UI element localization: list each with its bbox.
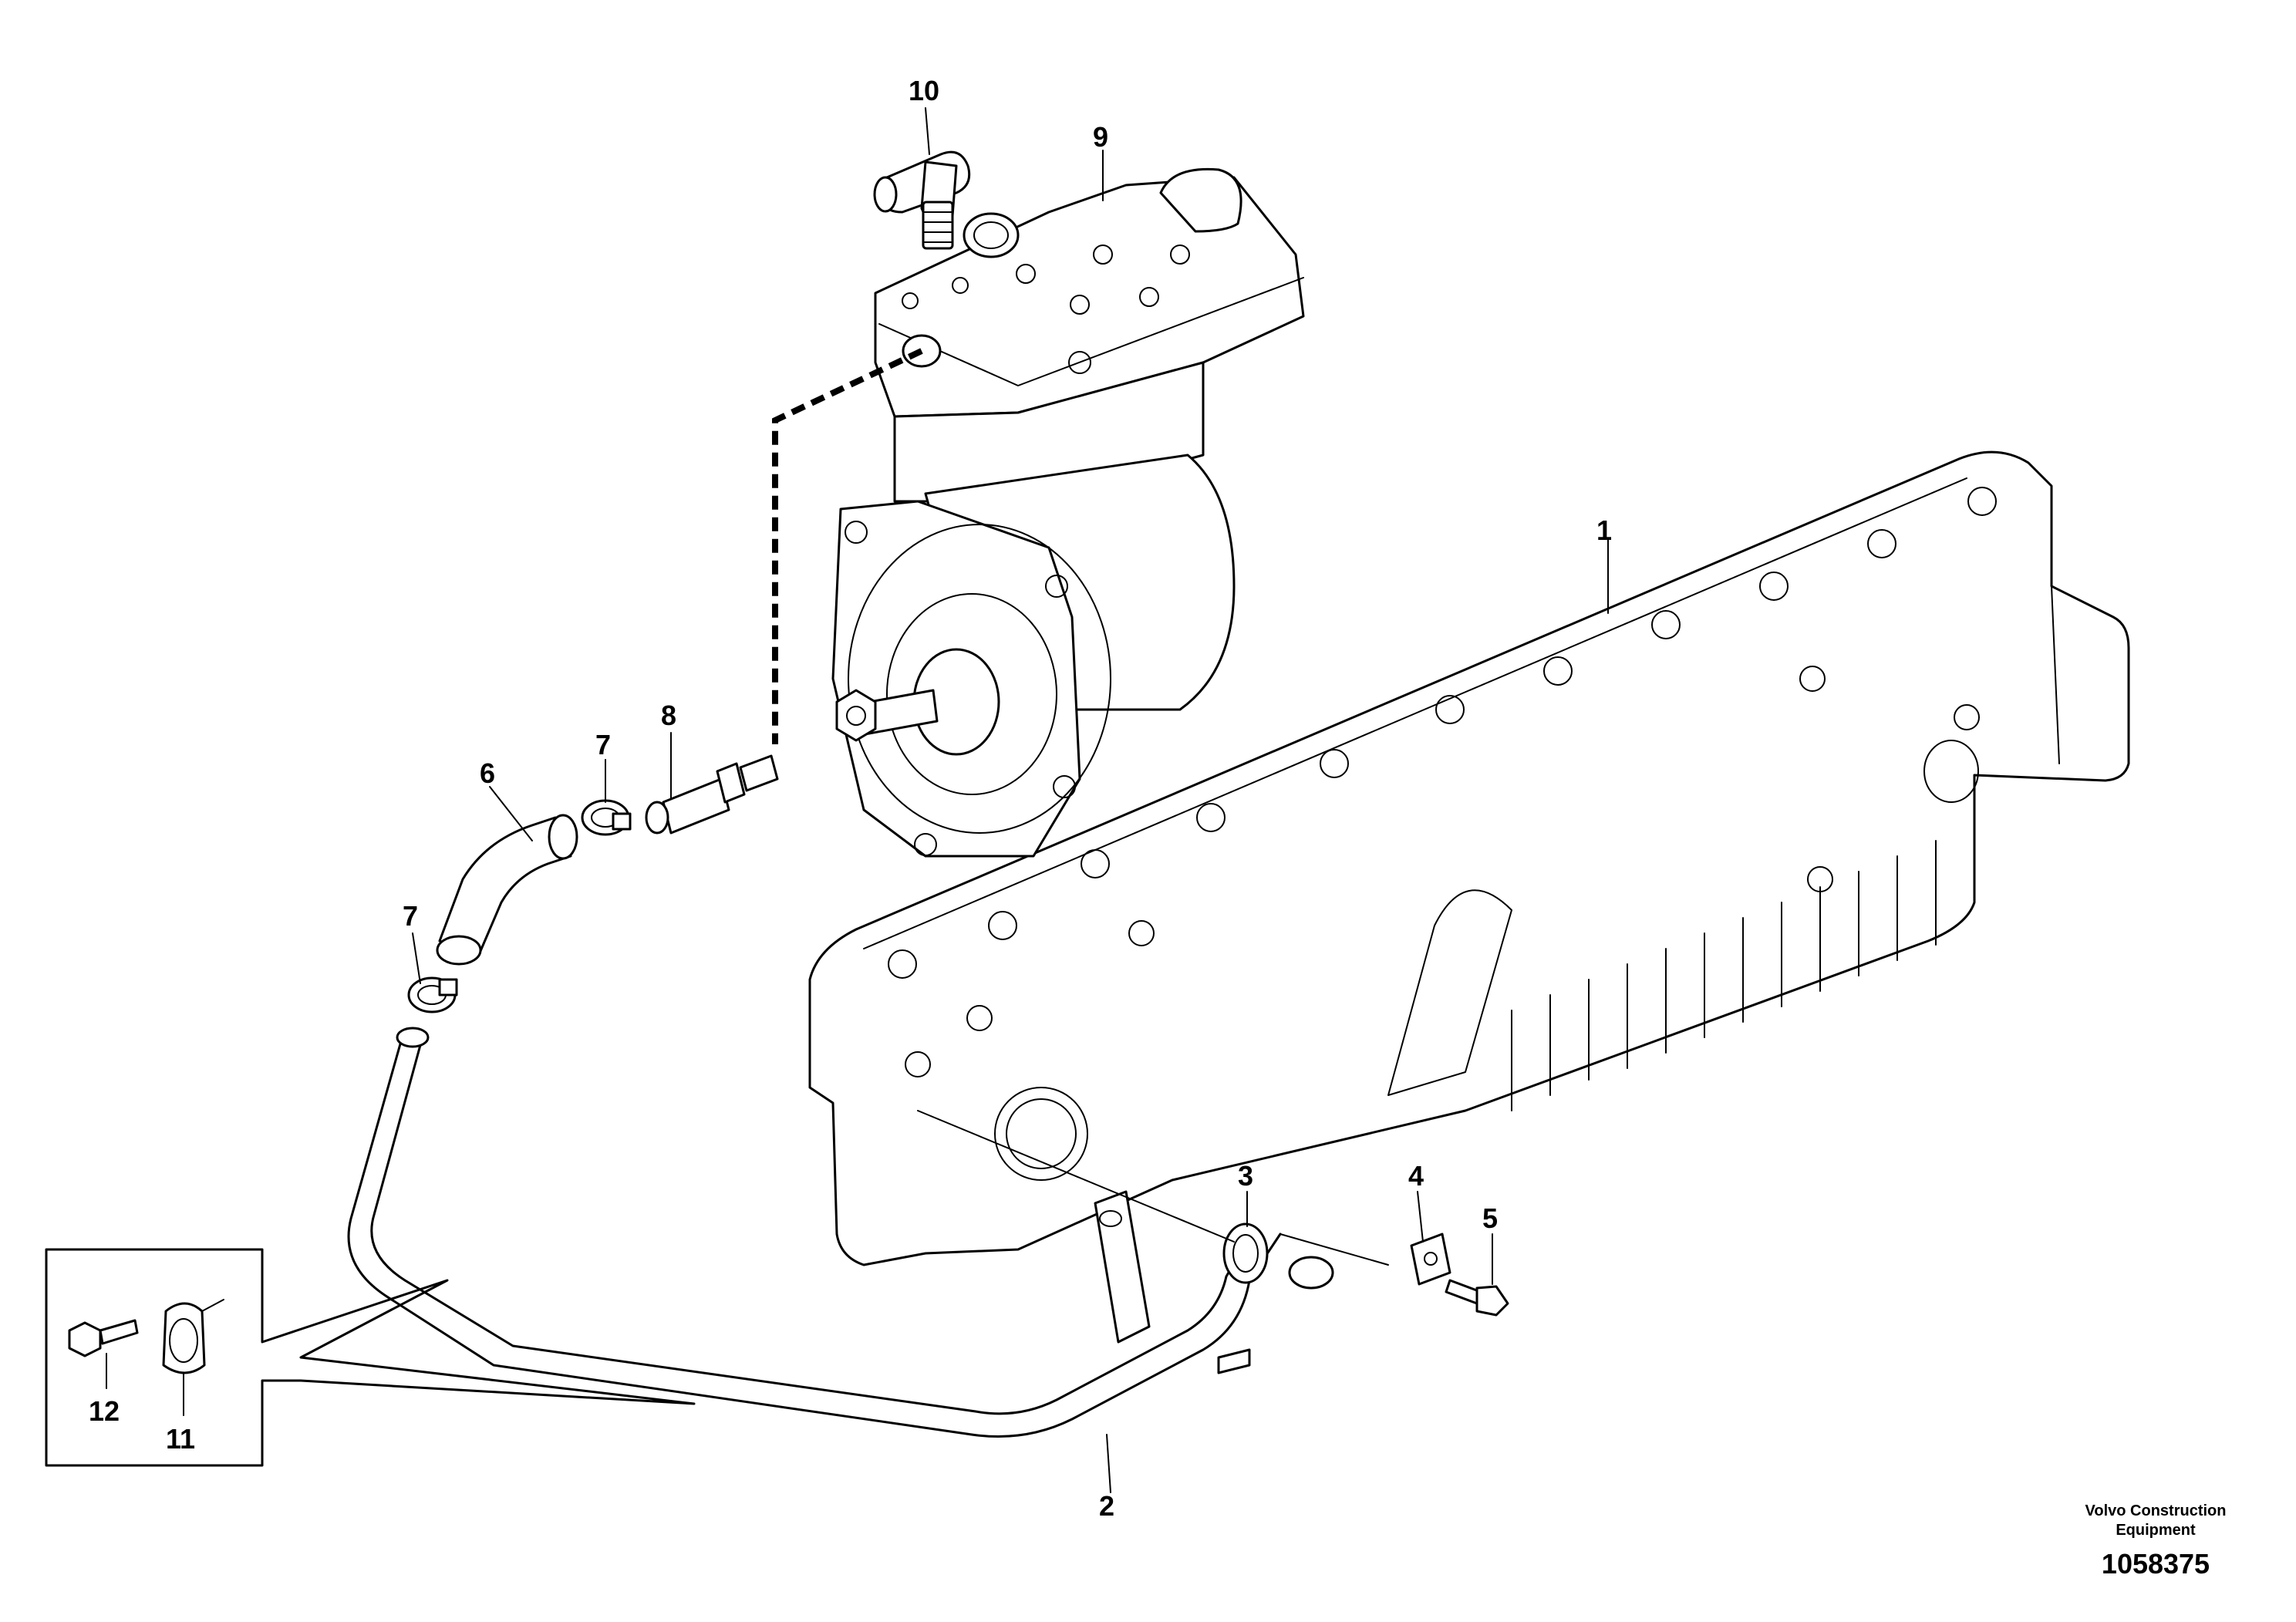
callout-1: 1 — [1596, 514, 1612, 546]
callout-7-lower: 7 — [403, 900, 418, 932]
detail-inset — [45, 1248, 696, 1467]
pipe-part-2 — [347, 1027, 1334, 1438]
hose-clamp-part-7-lower — [407, 976, 458, 1013]
screw-part-12 — [68, 1319, 139, 1357]
manifold-part-1 — [808, 450, 2130, 1266]
hose-part-6 — [436, 814, 578, 966]
elbow-fitting-part-10 — [873, 150, 971, 250]
callout-6: 6 — [480, 757, 495, 789]
callout-11: 11 — [166, 1423, 195, 1455]
fitting-part-8 — [645, 754, 779, 835]
callout-5: 5 — [1482, 1202, 1498, 1234]
company-name-line-2: Equipment — [2116, 1522, 2196, 1539]
callout-12: 12 — [89, 1395, 120, 1427]
compressor-part-9 — [831, 167, 1305, 858]
bracket-part-4 — [1410, 1233, 1451, 1286]
company-name-line-1: Volvo Construction — [2085, 1502, 2227, 1519]
callout-3: 3 — [1238, 1160, 1253, 1192]
callout-7-upper: 7 — [595, 729, 611, 760]
callout-2: 2 — [1099, 1490, 1114, 1522]
hose-clamp-part-7-upper — [581, 799, 632, 836]
clip-part-11 — [162, 1299, 224, 1374]
callout-9: 9 — [1093, 121, 1108, 153]
drawing-number: 1058375 — [2102, 1548, 2210, 1580]
callout-4: 4 — [1408, 1160, 1424, 1192]
callout-10: 10 — [909, 75, 939, 106]
seal-ring-part-3 — [1222, 1222, 1269, 1284]
callout-8: 8 — [661, 700, 676, 731]
bolt-part-5 — [1445, 1279, 1509, 1317]
leader-lines — [106, 107, 1609, 1493]
